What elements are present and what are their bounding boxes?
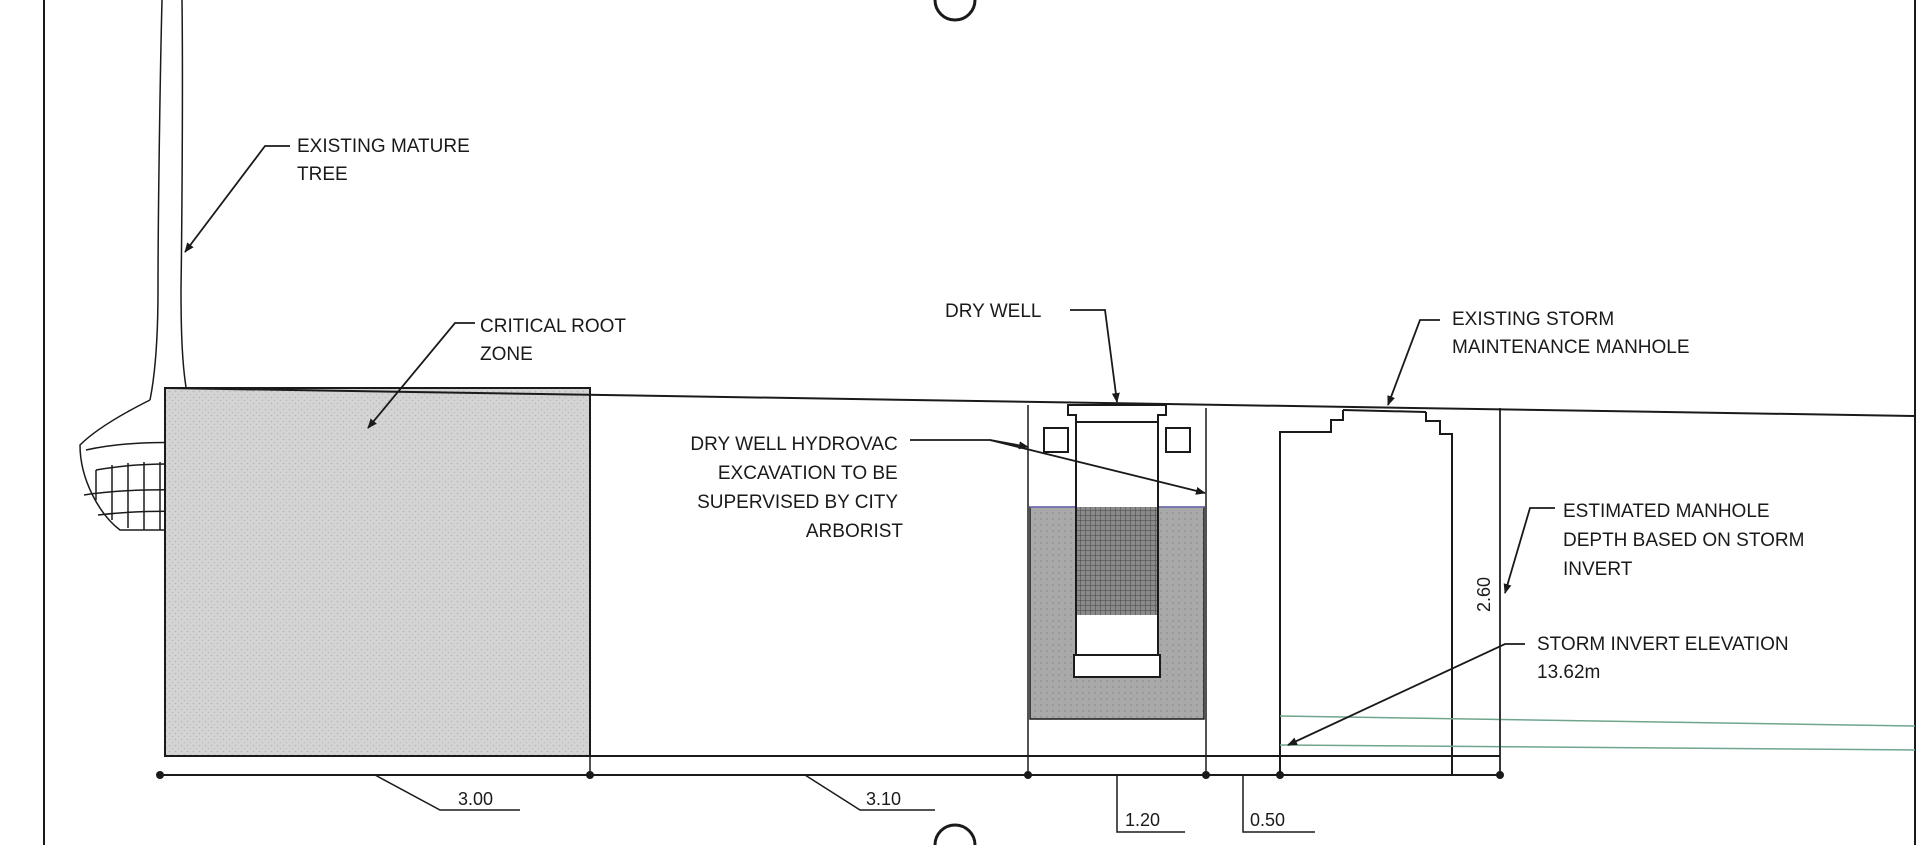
dim-gap-width: 3.10 (866, 789, 901, 809)
horizontal-dimension-line (156, 771, 1504, 779)
label-existing-manhole: EXISTING STORM MAINTENANCE MANHOLE (1452, 309, 1690, 358)
storm-invert-lines (1279, 715, 1916, 751)
label-leaders (184, 145, 1555, 746)
dry-well-gravel (1077, 507, 1157, 615)
dry-well-excavation (1027, 404, 1207, 775)
dry-well-top-cap (1067, 404, 1167, 423)
label-dry-well: DRY WELL (945, 301, 1041, 322)
dim-dry-well-width: 1.20 (1125, 810, 1160, 830)
dry-well-base (1073, 654, 1161, 678)
dim-manhole-depth: 2.60 (1474, 577, 1494, 612)
dry-well-side-block-right (1165, 427, 1191, 453)
dim-root-zone-width: 3.00 (458, 789, 493, 809)
dim-clearance-width: 0.50 (1250, 810, 1285, 830)
dry-well-side-block-left (1043, 427, 1069, 453)
label-estimated-depth: ESTIMATED MANHOLE DEPTH BASED ON STORM I… (1563, 501, 1810, 580)
ground-surface-line (164, 387, 1916, 417)
section-mark-bottom (933, 823, 977, 845)
label-storm-invert: STORM INVERT ELEVATION 13.62m (1537, 634, 1794, 683)
existing-manhole (1279, 408, 1501, 775)
critical-root-zone (164, 387, 591, 757)
label-critical-root-zone: CRITICAL ROOT ZONE (480, 316, 631, 365)
section-mark-top (933, 0, 977, 22)
dimension-leaders (374, 774, 1315, 833)
label-existing-tree: EXISTING MATURE TREE (297, 136, 475, 185)
label-hydrovac-excavation: DRY WELL HYDROVAC EXCAVATION TO BE SUPER… (690, 434, 903, 542)
